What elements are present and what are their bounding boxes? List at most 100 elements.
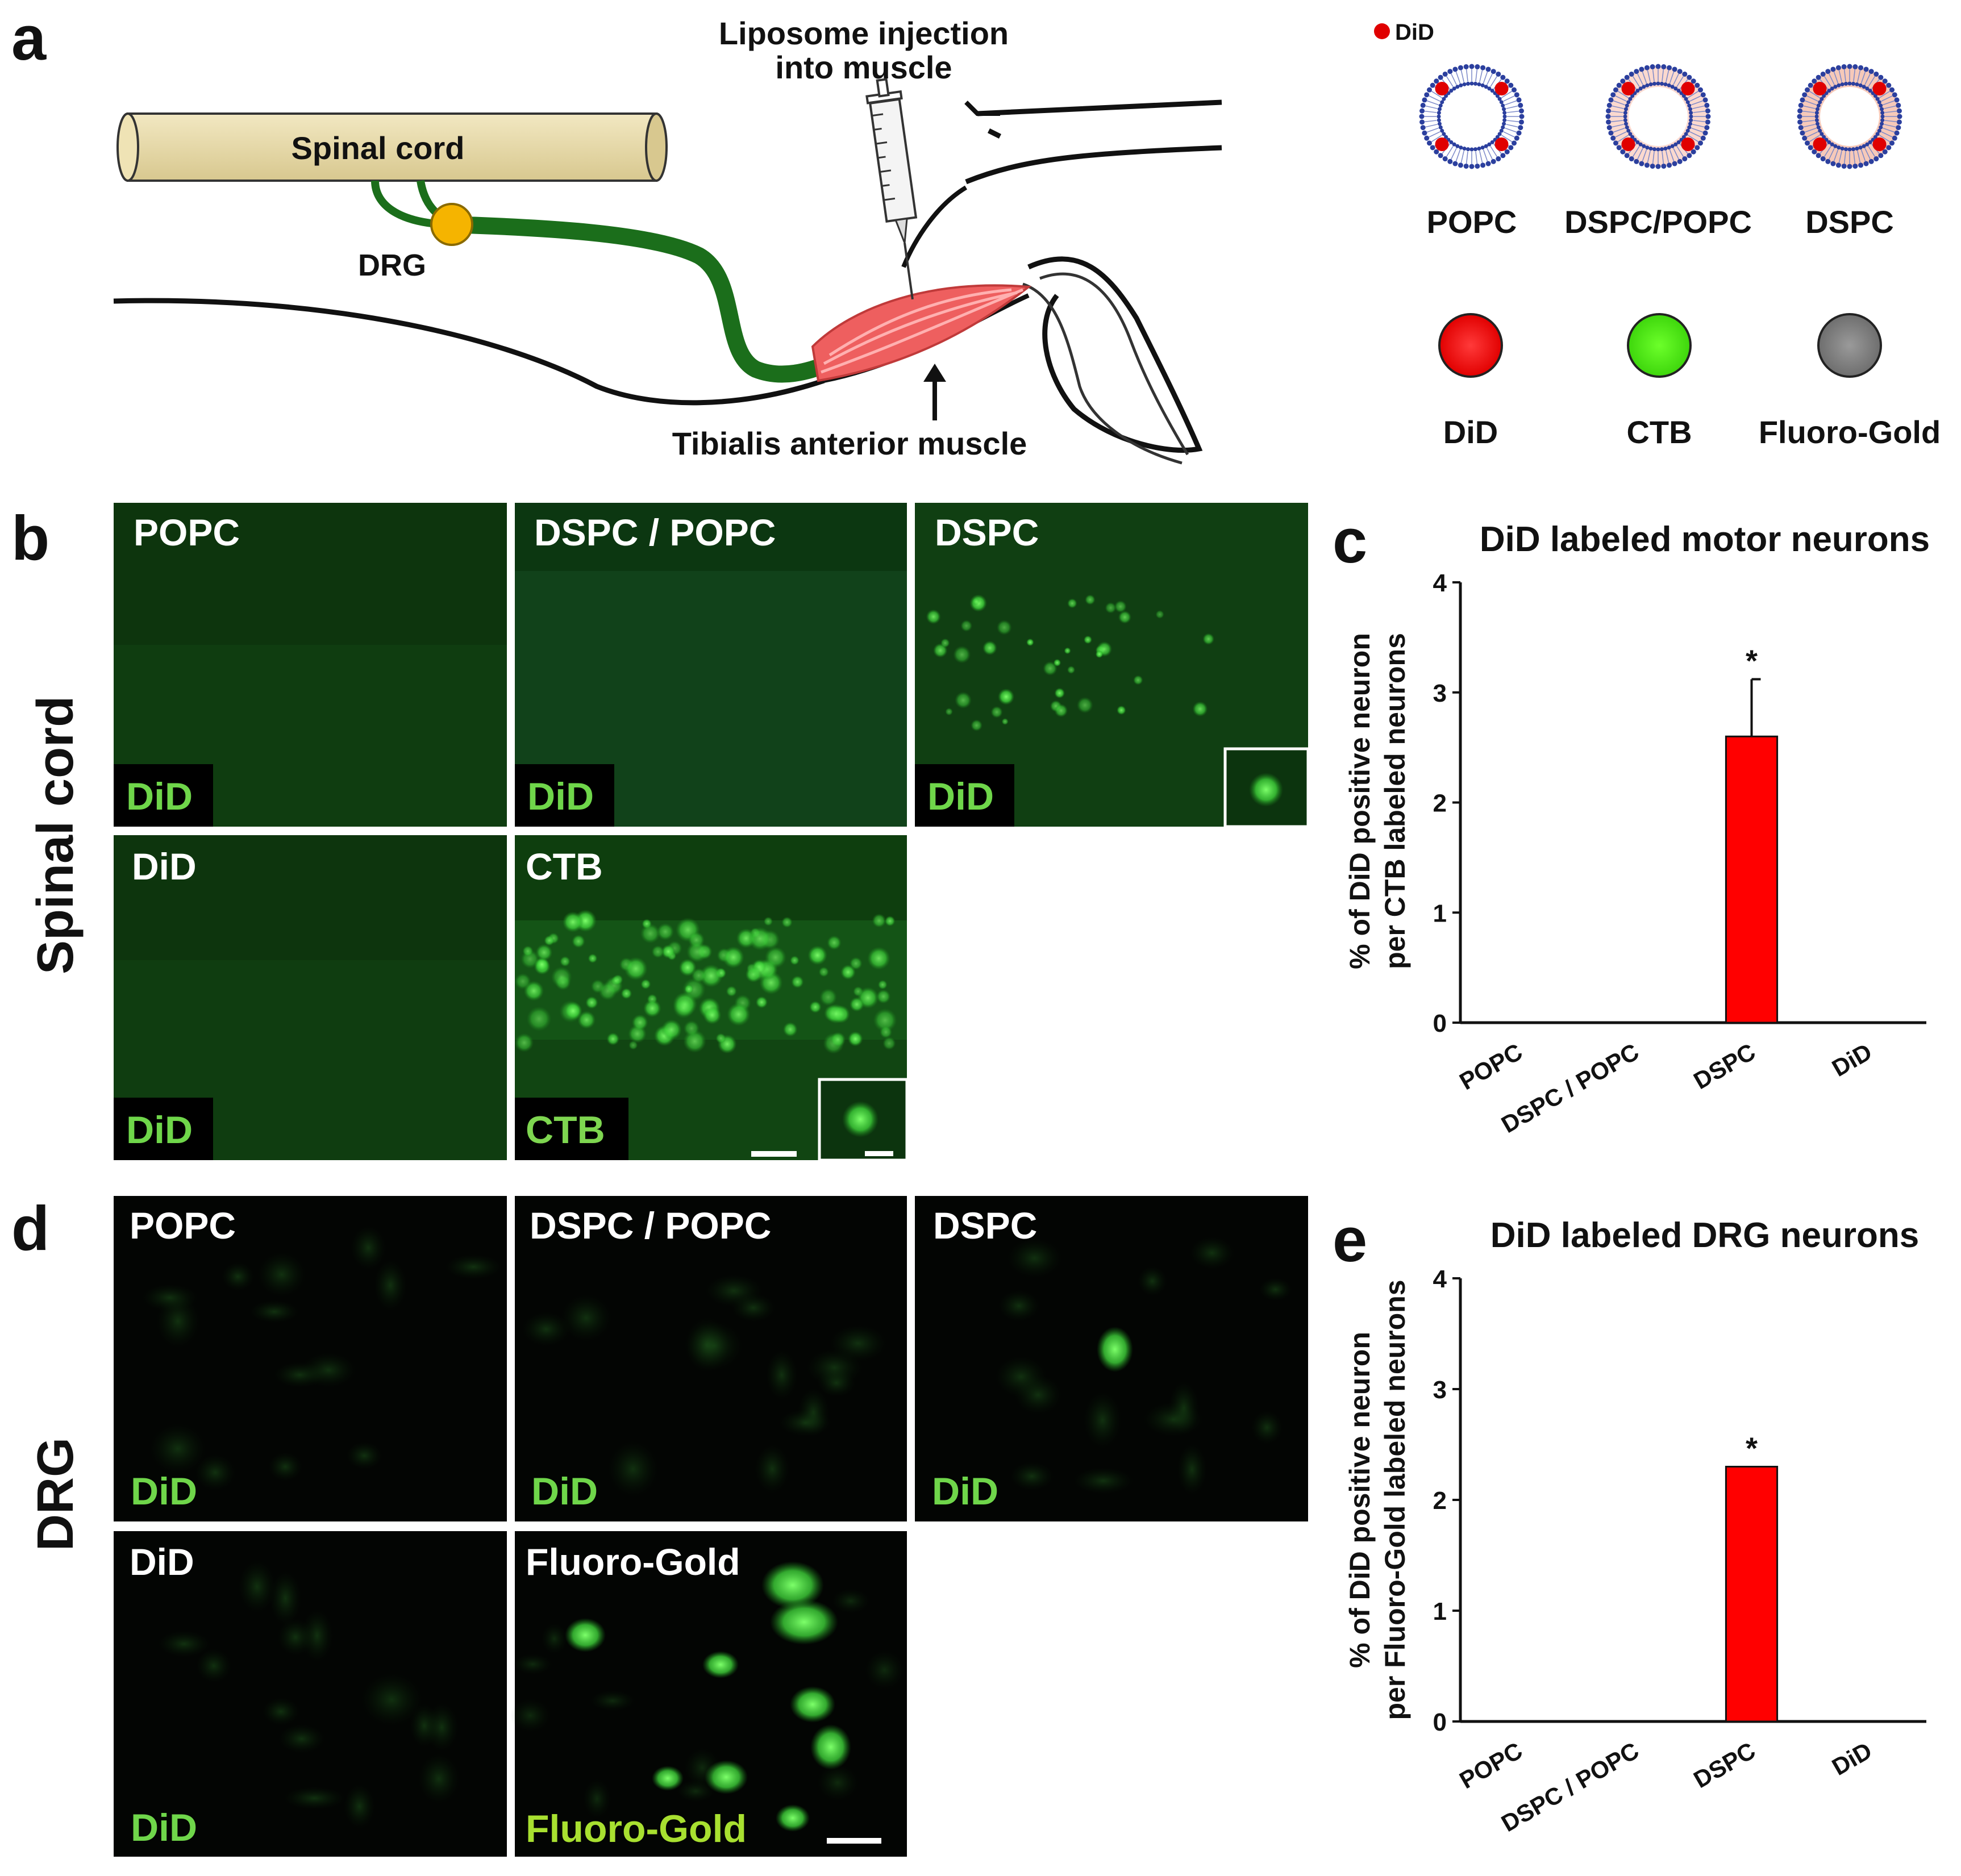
did-dot [1872,82,1887,95]
scale-bar [827,1838,881,1844]
drg-image-channel: DiD [131,1470,197,1513]
spinal-image-title: DSPC [935,511,1039,553]
row-label-spinal-cord: Spinal cord [27,696,84,974]
drg-image-popc: POPC DiD [114,1196,507,1521]
did-marker-label: DiD [1395,20,1434,45]
bar [1725,735,1779,1024]
thigh-outline [901,101,1000,268]
did-dot [1813,82,1827,95]
panel-letter-c: c [1333,506,1367,576]
panel-letter-d: d [11,1194,49,1264]
drg-image-dspc-popc: DSPC / POPC DiD [515,1196,907,1521]
scale-bar [751,1151,797,1157]
leg-outline [113,298,825,406]
faint-cells [995,1236,1292,1495]
spinal-cord-cylinder [127,112,657,182]
spinal-image-channel: DiD [527,775,594,818]
chart-ylabel-line2: per CTB labeled neurons [1379,633,1411,969]
syringe-icon [865,78,918,300]
significance-mark: * [1746,1432,1758,1466]
injection-label-line2: into muscle [775,49,952,85]
chart-title: DiD labeled motor neurons [1480,520,1930,559]
liposome-icons [1419,64,1902,169]
fluoro-gold-cell [761,1561,824,1609]
bar [1725,1466,1779,1723]
inset-scale-bar [865,1151,893,1156]
x-tick-label: DSPC [1689,1038,1760,1094]
y-tick-label: 4 [1433,1265,1447,1293]
tracer-ball-fluoro-gold [1817,313,1882,378]
fluoro-gold-cell [810,1724,851,1770]
drg-image-title: Fluoro-Gold [526,1541,740,1583]
muscle-arrow-head [923,364,946,382]
drg-label: DRG [358,248,426,282]
panel-letter-e: e [1333,1205,1367,1275]
spinal-image-title: CTB [526,845,603,887]
did-dot [1494,82,1509,95]
y-tick-label: 2 [1433,1487,1447,1515]
did-marker-dot [1374,23,1390,39]
drg-image-title: DSPC [933,1204,1037,1247]
did-dot [1681,82,1695,95]
spinal-image-popc: POPC DiD [114,503,507,827]
faint-cells [158,1560,460,1829]
foot-outline [965,99,1222,453]
chart-ylabel-line1: % of DiD positive neuron [1344,1332,1376,1668]
did-dot [1494,137,1509,151]
did-dot [1681,137,1695,151]
spinal-image-did: DiD DiD [114,835,507,1160]
chart-title: DiD labeled DRG neurons [1490,1216,1919,1255]
drg-image-title: DiD [130,1541,194,1583]
legend-liposome-popc: POPC [1427,204,1517,240]
tracer-ball-ctb [1627,313,1692,378]
liposome-icon [1605,64,1711,169]
tracer-ball-did [1438,313,1503,378]
sciatic-nerve [448,216,832,383]
liposome-icon [1419,64,1525,169]
chart-motor-neurons: DiD labeled motor neurons % of DiD posit… [1344,520,1930,1138]
drg-image-dspc: DSPC DiD [915,1196,1308,1521]
spinal-image-title: POPC [134,511,240,553]
panel-letter-a: a [11,3,47,73]
spinal-image-channel: DiD [927,775,994,818]
liposome-icon [1797,64,1902,169]
labeled-cells [510,1561,904,1832]
drg-image-channel: Fluoro-Gold [526,1807,747,1850]
spinal-cord-label: Spinal cord [292,130,465,166]
significance-mark: * [1746,644,1758,678]
y-tick-label: 3 [1433,1376,1447,1404]
drg-image-channel: DiD [131,1806,197,1849]
did-dot [1813,137,1827,151]
x-tick-label: POPC [1455,1737,1527,1794]
drg-image-fluoro-gold: Fluoro-Gold Fluoro-Gold [510,1531,907,1857]
x-tick-label: DSPC [1689,1737,1760,1793]
y-tick-label: 1 [1433,1598,1447,1625]
did-dot [1621,137,1635,151]
chart-drg-neurons: DiD labeled DRG neurons % of DiD positiv… [1344,1216,1926,1837]
y-tick-label: 4 [1433,569,1447,597]
faint-cells [522,1274,886,1497]
drg-image-channel: DiD [932,1470,998,1513]
drg-image-title: DSPC / POPC [530,1204,771,1247]
fluoro-gold-cell [790,1686,835,1723]
y-tick-label: 2 [1433,790,1447,818]
spinal-image-channel: DiD [126,775,193,818]
drg-image-did: DiD DiD [114,1531,507,1857]
fluoro-gold-cell [776,1804,810,1832]
legend-liposome-dspc-popc: DSPC/POPC [1564,204,1752,240]
x-tick-label: POPC [1455,1038,1527,1095]
chart-ylabel-line2: per Fluoro-Gold labeled neurons [1379,1279,1411,1720]
fluoro-gold-cell [702,1651,739,1678]
chart-ylabel-line1: % of DiD positive neuron [1344,633,1376,969]
y-tick-label: 1 [1433,899,1447,927]
spinal-image-dspc: DSPC DiD [915,503,1310,828]
inset-box [1223,747,1310,828]
labeled-cells [926,594,1215,732]
drg-image-channel: DiD [531,1470,598,1513]
labeled-cells [514,909,897,1054]
drg-image-title: POPC [130,1204,236,1247]
tracer-label-did: DiD [1443,414,1498,450]
spinal-image-dspc-popc: DSPC / POPC DiD [515,503,907,827]
panel-letter-b: b [11,503,49,573]
legend-liposome-dspc: DSPC [1805,204,1894,240]
